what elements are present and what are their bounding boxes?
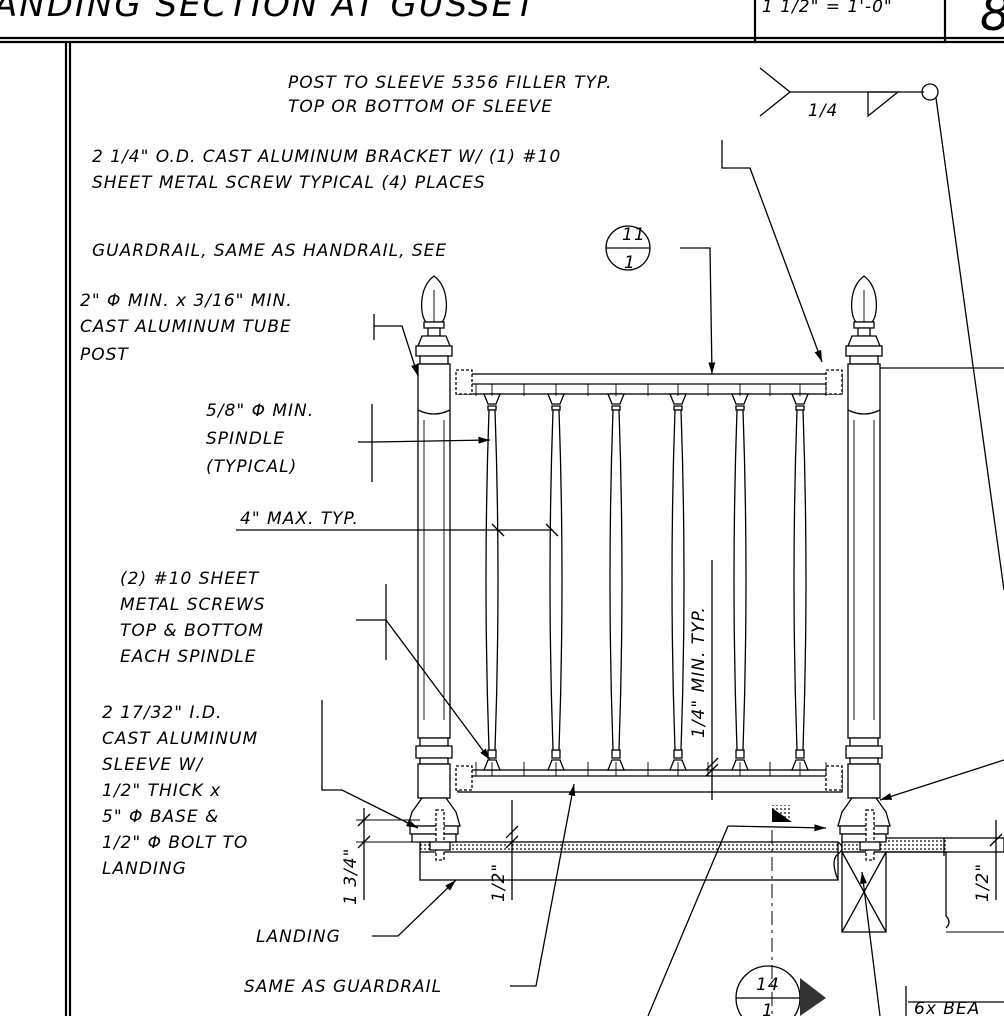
sleeve-note-line7: LANDING	[102, 859, 187, 879]
guardrail-ref-top: 11	[622, 225, 646, 245]
spindle	[607, 384, 625, 776]
bottom-rail	[457, 769, 843, 793]
posts	[407, 275, 891, 861]
weld-note-line2: TOP OR BOTTOM OF SLEEVE	[288, 97, 553, 117]
top-rail	[457, 373, 843, 395]
weld-size: 1/4	[808, 101, 838, 121]
spindle	[483, 384, 501, 776]
screws-note-line2: METAL SCREWS	[120, 595, 266, 615]
screws-note-line1: (2) #10 SHEET	[120, 569, 260, 589]
sheet-number: 8	[980, 0, 1004, 42]
spindle	[669, 384, 687, 776]
leaders	[236, 67, 1004, 1016]
sleeve-note-line1: 2 17/32" I.D.	[102, 703, 222, 723]
section-ref-bottom: 1	[762, 1001, 774, 1016]
post-note-line3: POST	[80, 345, 129, 365]
dim-1-4-min: 1/4" MIN. TYP.	[689, 606, 709, 738]
spindle	[547, 384, 565, 776]
screws-note-line4: EACH SPINDLE	[120, 647, 257, 667]
post	[407, 275, 461, 861]
dim-1-2-right: 1/2"	[973, 863, 993, 902]
weld-note-line1: POST TO SLEEVE 5356 FILLER TYP.	[288, 73, 612, 93]
title-block: ANDING SECTION AT GUSSET 1 1/2" = 1'-0" …	[0, 0, 1004, 44]
landing-note: LANDING	[256, 927, 341, 947]
sleeve-note-line2: CAST ALUMINUM	[102, 729, 258, 749]
guardrail-note: GUARDRAIL, SAME AS HANDRAIL, SEE	[92, 241, 447, 261]
drawing-title: ANDING SECTION AT GUSSET	[0, 0, 538, 25]
post-note-line1: 2" Φ MIN. x 3/16" MIN.	[80, 291, 293, 311]
spindle	[731, 384, 749, 776]
spindle-note-line2: SPINDLE	[206, 429, 285, 449]
drawing-scale: 1 1/2" = 1'-0"	[762, 0, 893, 17]
post-note-line2: CAST ALUMINUM TUBE	[80, 317, 292, 337]
sleeve-note-line4: 1/2" THICK x	[102, 781, 221, 801]
landing-slab	[419, 841, 843, 881]
sleeve-note-line6: 1/2" Φ BOLT TO	[102, 833, 248, 853]
sleeve-note-line5: 5" Φ BASE &	[102, 807, 219, 827]
rail-brackets	[455, 369, 843, 791]
spindle-note-line1: 5/8" Φ MIN.	[206, 401, 314, 421]
labels: POST TO SLEEVE 5356 FILLER TYP. TOP OR B…	[80, 73, 993, 1016]
spacing-dim: 4" MAX. TYP.	[240, 509, 359, 529]
bottom-rail-note: SAME AS GUARDRAIL	[244, 977, 442, 997]
dim-1-2: 1/2"	[489, 863, 509, 902]
spindle-note-line3: (TYPICAL)	[206, 457, 297, 477]
beam-note: 6x BEA	[914, 999, 980, 1016]
section-ref-top: 14	[756, 975, 780, 995]
bracket-note-line2: SHEET METAL SCREW TYPICAL (4) PLACES	[92, 173, 486, 193]
dim-1-3-4: 1 3/4"	[341, 848, 361, 905]
spindles	[475, 384, 827, 776]
sleeve-note-line3: SLEEVE W/	[102, 755, 204, 775]
bracket-note-line1: 2 1/4" O.D. CAST ALUMINUM BRACKET W/ (1)…	[92, 147, 561, 167]
spindle	[791, 384, 809, 776]
screws-note-line3: TOP & BOTTOM	[120, 621, 264, 641]
post	[837, 275, 891, 861]
guardrail-ref-bottom: 1	[624, 253, 636, 273]
